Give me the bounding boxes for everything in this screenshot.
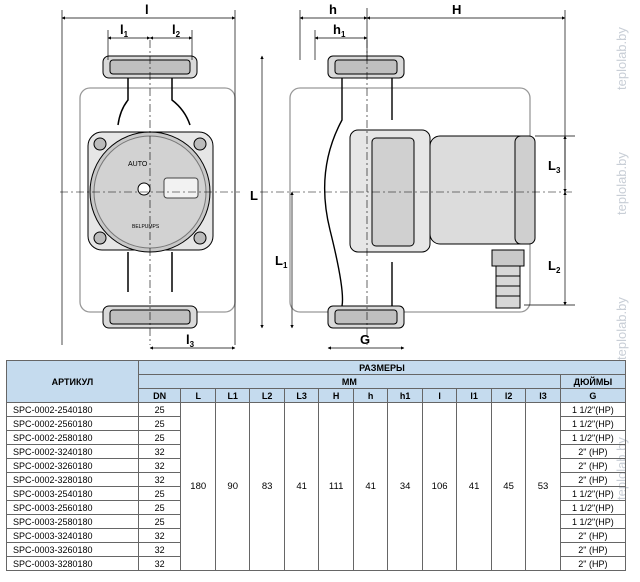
col-h1: h1 xyxy=(387,388,423,403)
dim-l1: l1 xyxy=(120,22,129,39)
col-l3: l3 xyxy=(525,388,561,403)
article-cell: SPC-0003-2560180 xyxy=(6,500,139,515)
dn-cell: 25 xyxy=(137,416,182,431)
front-dimensions xyxy=(61,10,236,350)
dim-L1: L1 xyxy=(275,253,288,270)
article-cell: SPC-0003-2580180 xyxy=(6,514,139,529)
shared-L1-cell: 90 xyxy=(214,402,251,571)
table-row: SPC-0002-2540180 25 180 90 83 41 111 41 … xyxy=(6,402,627,571)
header-mm: ММ xyxy=(137,374,561,389)
g-cell: 1 1/2"(НР) xyxy=(559,402,627,417)
article-cell: SPC-0003-3280180 xyxy=(6,556,139,571)
col-H: H xyxy=(318,388,354,403)
article-cell: SPC-0003-2540180 xyxy=(6,486,139,501)
shared-l2-cell: 45 xyxy=(490,402,527,571)
article-cell: SPC-0002-3240180 xyxy=(6,444,139,459)
shared-l3-cell: 53 xyxy=(525,402,561,571)
g-cell: 1 1/2"(НР) xyxy=(559,500,627,515)
shared-h1-cell: 34 xyxy=(387,402,423,571)
dim-L2: L2 xyxy=(548,258,561,275)
col-L3: L3 xyxy=(283,388,320,403)
g-cell: 1 1/2"(НР) xyxy=(559,416,627,431)
col-L1: L1 xyxy=(214,388,251,403)
dn-cell: 32 xyxy=(137,458,182,473)
front-view xyxy=(60,40,240,345)
g-cell: 2" (НР) xyxy=(559,542,627,557)
article-cell: SPC-0003-3240180 xyxy=(6,528,139,543)
col-G: G xyxy=(559,388,627,403)
article-cell: SPC-0002-3280180 xyxy=(6,472,139,487)
pump-drawing: AUTO BELPUMPS l l1 l2 l3 xyxy=(60,2,575,350)
col-L2: L2 xyxy=(249,388,285,403)
shared-l-cell: 106 xyxy=(421,402,458,571)
watermark-2: teplolab.by xyxy=(614,152,629,215)
dim-h1: h1 xyxy=(333,22,346,39)
dim-l: l xyxy=(145,2,149,17)
article-cell: SPC-0002-3260180 xyxy=(6,458,139,473)
dim-L: L xyxy=(250,188,258,203)
pump-auto-label: AUTO xyxy=(128,161,148,168)
dim-H: H xyxy=(452,2,461,17)
g-cell: 2" (НР) xyxy=(559,556,627,571)
header-article: АРТИКУЛ xyxy=(6,360,139,403)
col-l1: l1 xyxy=(456,388,492,403)
dim-h: h xyxy=(329,2,337,17)
shared-L-cell: 180 xyxy=(180,402,216,571)
g-cell: 2" (НР) xyxy=(559,458,627,473)
dn-cell: 32 xyxy=(137,556,182,571)
col-L: L xyxy=(180,388,216,403)
g-cell: 1 1/2"(НР) xyxy=(559,430,627,445)
dn-cell: 32 xyxy=(137,528,182,543)
article-cell: SPC-0002-2540180 xyxy=(6,402,139,417)
dn-cell: 32 xyxy=(137,542,182,557)
col-h: h xyxy=(352,388,389,403)
g-cell: 2" (НР) xyxy=(559,444,627,459)
header-sizes: РАЗМЕРЫ xyxy=(137,360,627,375)
shared-l1-cell: 41 xyxy=(456,402,492,571)
g-cell: 1 1/2"(НР) xyxy=(559,486,627,501)
dim-l2: l2 xyxy=(172,22,181,39)
dn-cell: 32 xyxy=(137,444,182,459)
watermark-3: teplolab.by xyxy=(614,297,629,360)
pump-brand-label: BELPUMPS xyxy=(132,224,160,230)
dim-G: G xyxy=(360,332,370,347)
g-cell: 2" (НР) xyxy=(559,472,627,487)
article-cell: SPC-0002-2580180 xyxy=(6,430,139,445)
dn-cell: 25 xyxy=(137,402,182,417)
side-view xyxy=(260,40,575,345)
watermark-1: teplolab.by xyxy=(614,27,629,90)
dn-cell: 25 xyxy=(137,430,182,445)
dim-L3: L3 xyxy=(548,158,561,175)
side-dimensions xyxy=(260,8,575,350)
g-cell: 1 1/2"(НР) xyxy=(559,514,627,529)
spec-table: АРТИКУЛ РАЗМЕРЫ ММ ДЮЙМЫ DN L L1 L2 L3 H… xyxy=(6,360,627,571)
col-l: l xyxy=(421,388,458,403)
article-cell: SPC-0002-2560180 xyxy=(6,416,139,431)
col-l2: l2 xyxy=(490,388,527,403)
dn-cell: 25 xyxy=(137,486,182,501)
g-cell: 2" (НР) xyxy=(559,528,627,543)
dn-cell: 25 xyxy=(137,514,182,529)
article-cell: SPC-0003-3260180 xyxy=(6,542,139,557)
col-dn: DN xyxy=(137,388,182,403)
header-inches: ДЮЙМЫ xyxy=(559,374,627,389)
dn-cell: 25 xyxy=(137,500,182,515)
shared-L2-cell: 83 xyxy=(249,402,285,571)
shared-L3-cell: 41 xyxy=(283,402,320,571)
shared-H-cell: 111 xyxy=(318,402,354,571)
dn-cell: 32 xyxy=(137,472,182,487)
shared-h-cell: 41 xyxy=(352,402,389,571)
dim-l3: l3 xyxy=(186,332,195,349)
